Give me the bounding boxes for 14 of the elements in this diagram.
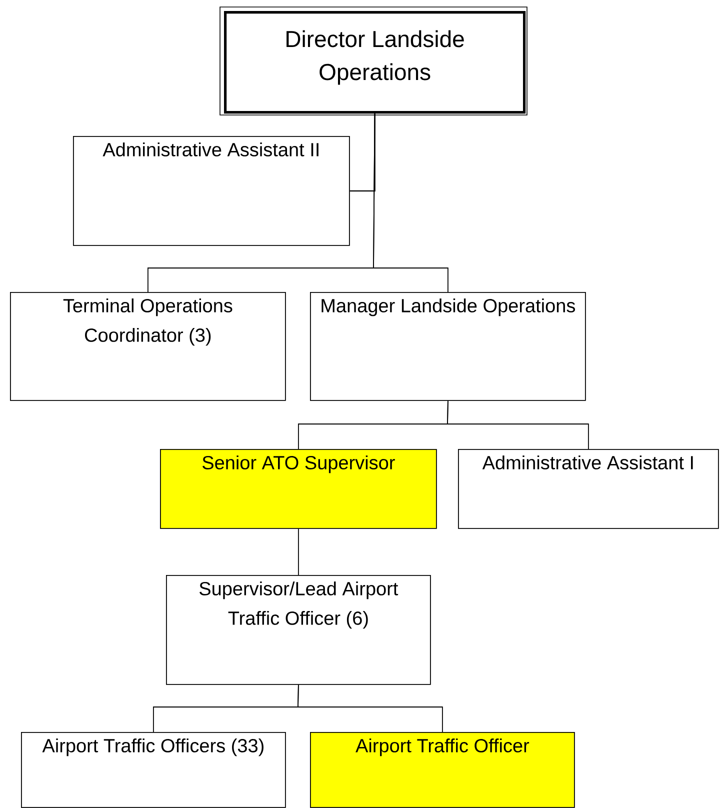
position-box: Airport Traffic Officer [310, 732, 575, 808]
connector-line [447, 400, 589, 450]
position-box: Supervisor/Lead Airport Traffic Officer (6) [166, 575, 431, 685]
connector-line [298, 684, 443, 732]
position-box: Senior ATO Supervisor [160, 449, 437, 529]
position-box: Terminal Operations Coordinator (3) [10, 292, 286, 401]
connector-line [373, 113, 448, 292]
position-box: Administrative Assistant II [73, 136, 350, 246]
connector-line [298, 528, 299, 576]
position-box: Airport Traffic Officers (33) [21, 732, 286, 808]
position-box: Manager Landside Operations [310, 292, 586, 401]
connector-line [350, 114, 376, 192]
title-box: Director Landside Operations [220, 6, 528, 116]
position-box: Administrative Assistant I [458, 449, 719, 529]
